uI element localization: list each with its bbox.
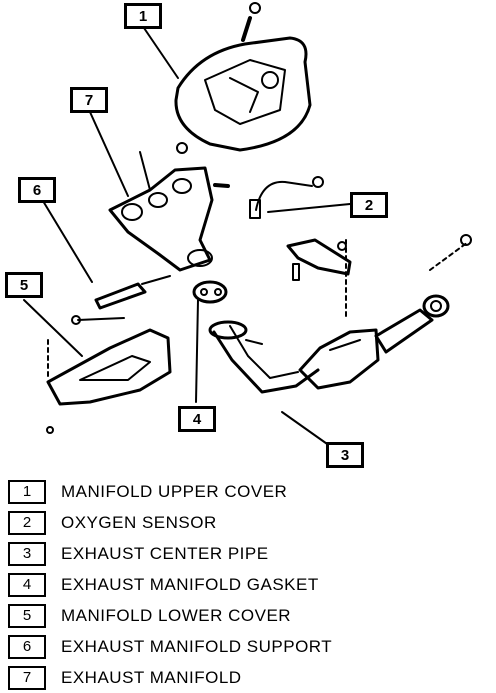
legend-item: 4 EXHAUST MANIFOLD GASKET — [8, 569, 478, 600]
legend-label: MANIFOLD LOWER COVER — [61, 605, 292, 625]
legend-item: 3 EXHAUST CENTER PIPE — [8, 538, 478, 569]
callout-2: 2 — [350, 192, 388, 218]
pipe-bracket-shape — [286, 234, 472, 281]
legend-number: 7 — [8, 665, 46, 690]
callout-3: 3 — [326, 442, 364, 468]
legend-number: 3 — [8, 541, 46, 566]
exhaust-manifold-shape — [108, 151, 230, 272]
parts-legend: 1 MANIFOLD UPPER COVER 2 OXYGEN SENSOR 3… — [8, 476, 478, 693]
legend-number: 4 — [8, 572, 46, 597]
legend-number: 5 — [8, 603, 46, 628]
legend-item: 1 MANIFOLD UPPER COVER — [8, 476, 478, 507]
leader-line-1 — [143, 27, 179, 79]
leader-line-6 — [39, 195, 93, 283]
leader-line-5 — [23, 299, 83, 357]
exploded-parts-diagram: 1 2 3 4 5 6 7 — [5, 2, 472, 468]
manifold-lower-cover-shape — [46, 328, 172, 434]
legend-item: 5 MANIFOLD LOWER COVER — [8, 600, 478, 631]
oxygen-sensor-shape — [249, 176, 324, 219]
legend-item: 6 EXHAUST MANIFOLD SUPPORT — [8, 631, 478, 662]
exhaust-center-pipe-shape — [208, 239, 450, 394]
legend-label: OXYGEN SENSOR — [61, 512, 217, 532]
parts-illustration — [23, 2, 472, 447]
leader-line-7 — [89, 111, 129, 197]
callout-6: 6 — [18, 177, 56, 203]
leader-line-4 — [195, 299, 199, 403]
legend-label: EXHAUST MANIFOLD — [61, 667, 242, 687]
callout-5: 5 — [5, 272, 43, 298]
exhaust-manifold-support-shape — [71, 275, 171, 325]
legend-number: 6 — [8, 634, 46, 659]
manifold-upper-cover-shape — [174, 36, 312, 154]
exhaust-manifold-gasket-shape — [192, 280, 228, 304]
legend-label: EXHAUST MANIFOLD GASKET — [61, 574, 319, 594]
callout-7: 7 — [70, 87, 108, 113]
legend-item: 2 OXYGEN SENSOR — [8, 507, 478, 538]
callout-1: 1 — [124, 3, 162, 29]
legend-number: 2 — [8, 510, 46, 535]
leader-line-2 — [267, 203, 351, 213]
callout-4: 4 — [178, 406, 216, 432]
bolt-top — [241, 2, 261, 42]
legend-item: 7 EXHAUST MANIFOLD — [8, 662, 478, 693]
leader-line-3 — [281, 411, 331, 447]
legend-label: EXHAUST MANIFOLD SUPPORT — [61, 636, 333, 656]
legend-label: EXHAUST CENTER PIPE — [61, 543, 269, 563]
legend-number: 1 — [8, 479, 46, 504]
legend-label: MANIFOLD UPPER COVER — [61, 481, 288, 501]
